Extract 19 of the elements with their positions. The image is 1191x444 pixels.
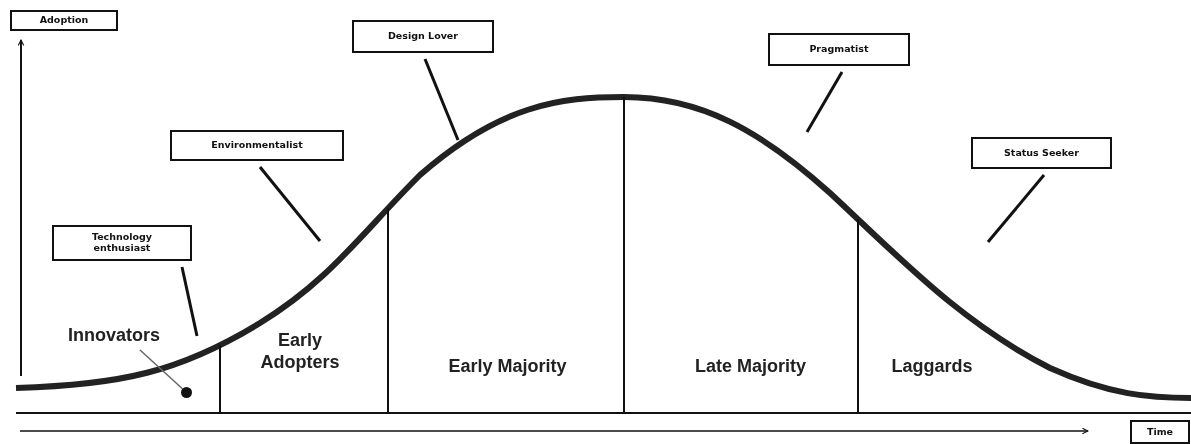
callout-box: Technology enthusiast bbox=[52, 225, 192, 261]
segment-label: Late Majority bbox=[694, 356, 807, 378]
segment-label: Early Majority bbox=[447, 356, 568, 378]
segment-label: Innovators bbox=[50, 322, 178, 348]
leader-line bbox=[139, 349, 184, 390]
leader-line bbox=[423, 58, 460, 141]
callout-box: Environmentalist bbox=[170, 130, 344, 161]
marker-dot bbox=[181, 387, 192, 398]
callout-box: Design Lover bbox=[352, 20, 494, 53]
segment-label: Early Adopters bbox=[259, 330, 341, 374]
leader-line bbox=[805, 71, 844, 133]
axis-label-box: Adoption bbox=[10, 10, 118, 31]
leader-line bbox=[180, 266, 199, 337]
callout-box: Pragmatist bbox=[768, 33, 910, 66]
callout-box: Status Seeker bbox=[971, 137, 1112, 169]
leader-line bbox=[986, 174, 1046, 243]
segment-label: Laggards bbox=[890, 356, 974, 378]
axis-label-box: Time bbox=[1130, 420, 1190, 444]
leader-line bbox=[258, 166, 322, 242]
